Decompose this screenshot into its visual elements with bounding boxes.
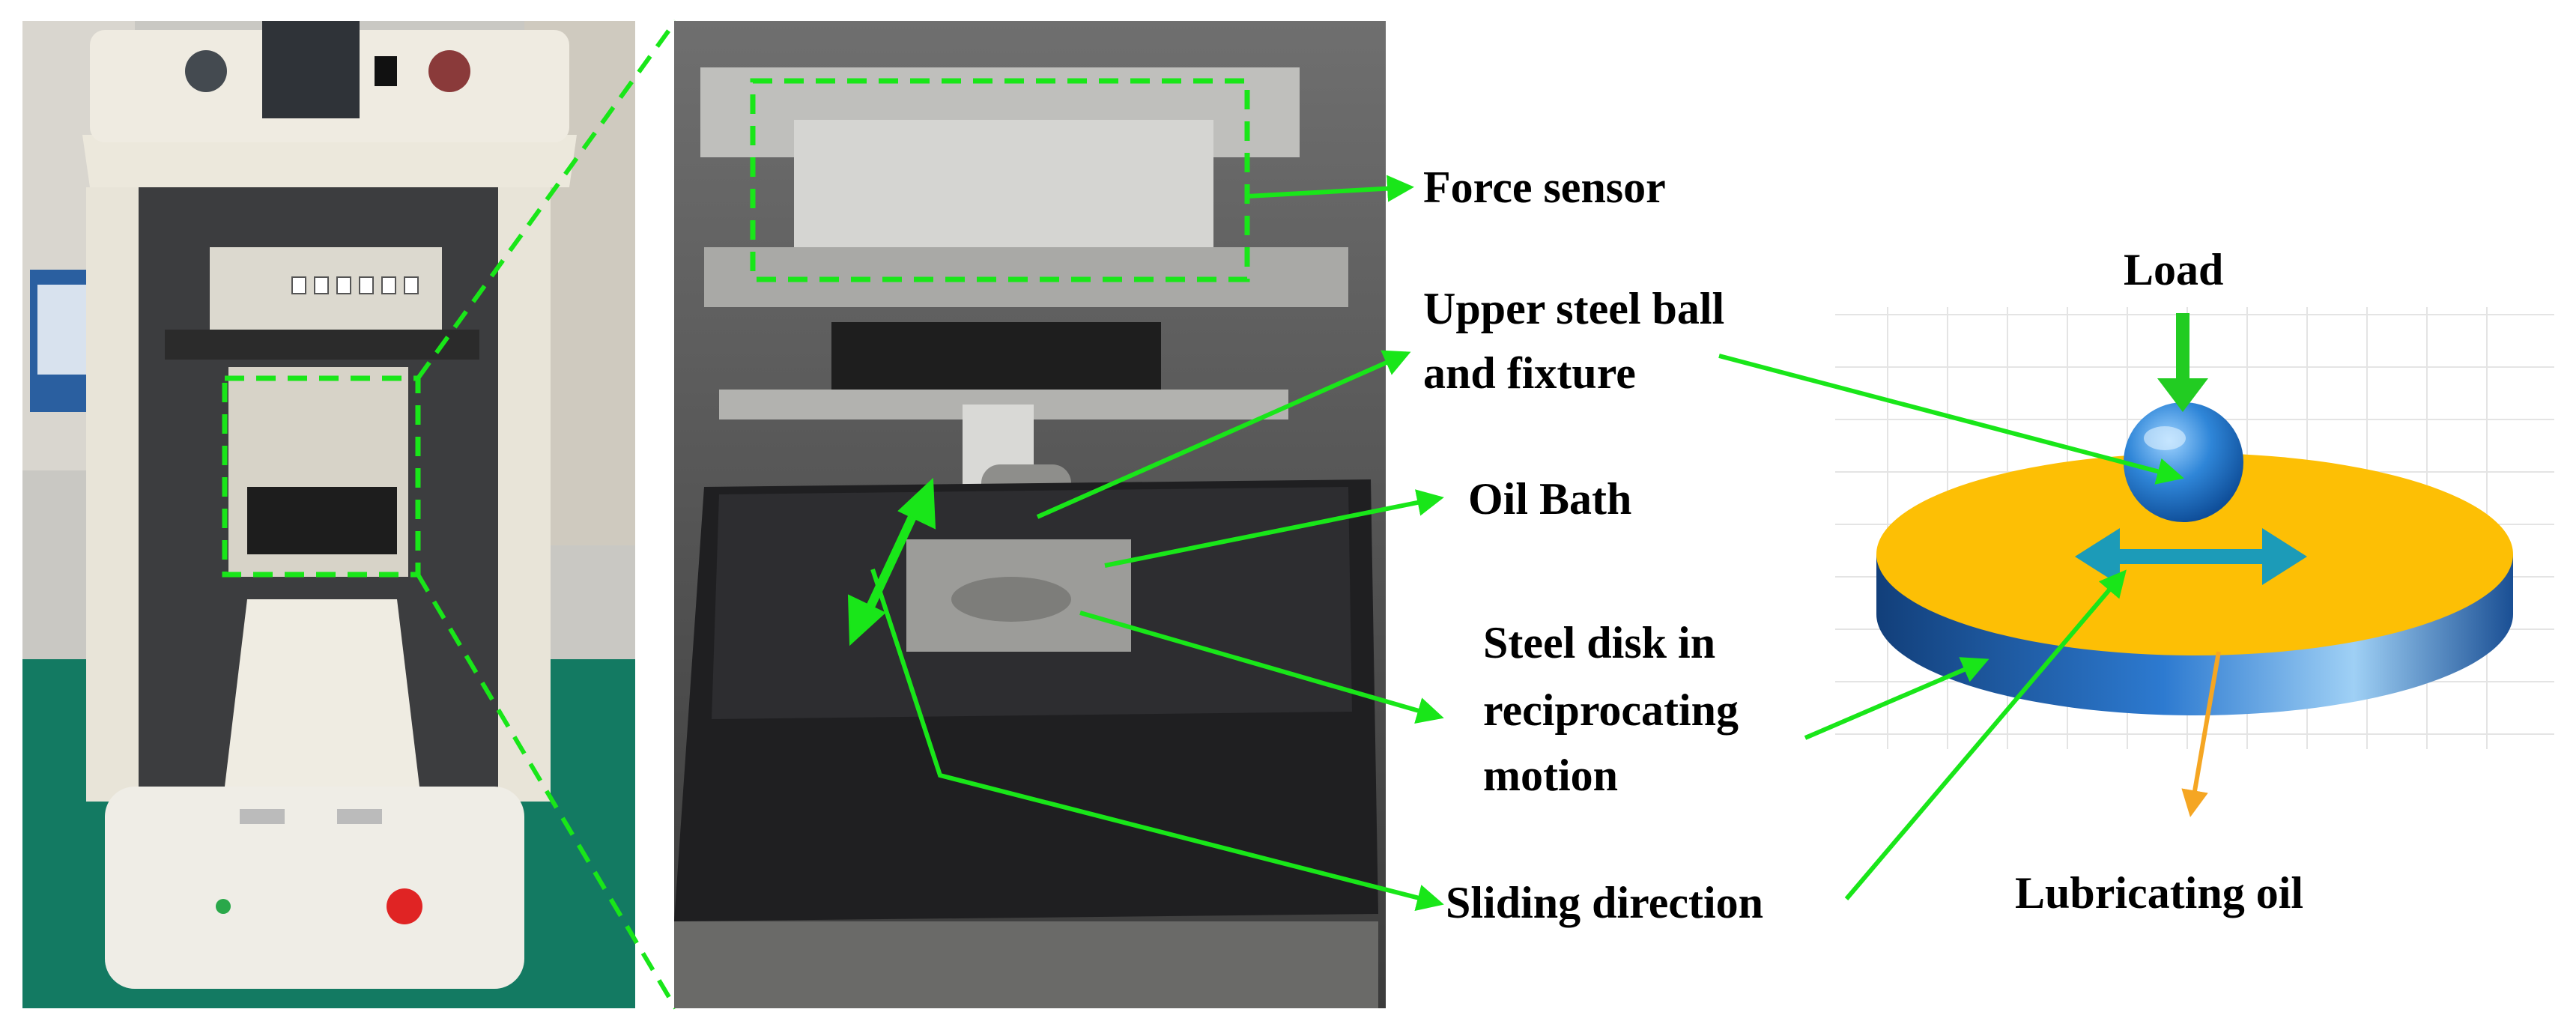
ball-on-disk-schematic [1835, 307, 2554, 817]
zoom-region-box [222, 375, 421, 578]
leader-upper-ball-schematic [1718, 354, 2184, 485]
load-arrow [2157, 313, 2208, 412]
leader-steel-disk [1079, 611, 1444, 724]
label-steel-disk-line1: Steel disk in [1483, 618, 1715, 667]
label-upper-ball-line1: Upper steel ball [1423, 284, 1724, 333]
label-load: Load [2124, 245, 2223, 294]
zoom-connector-bottom [416, 573, 678, 1010]
leader-steel-disk-schematic [1804, 657, 1989, 740]
leader-sliding-photo [870, 569, 1444, 911]
steel-ball [2124, 402, 2243, 522]
test-chamber-closeup-photo [674, 21, 1386, 1008]
label-oil-bath: Oil Bath [1468, 474, 1631, 524]
leader-oil-bath [1104, 489, 1444, 568]
leader-force-sensor [1246, 175, 1414, 202]
label-upper-ball-line2: and fixture [1423, 348, 1636, 398]
tribometer-photo [22, 21, 635, 1008]
leader-upper-ball [1036, 350, 1411, 519]
lubricating-oil-arrow [2181, 651, 2221, 817]
label-steel-disk-line2: reciprocating [1483, 685, 1739, 735]
label-sliding-direction: Sliding direction [1446, 878, 1763, 927]
annotation-leaders [870, 175, 2184, 911]
leader-sliding-schematic [1844, 569, 2127, 900]
label-force-sensor: Force sensor [1423, 163, 1666, 212]
sliding-double-arrow [847, 477, 936, 646]
zoom-connector-top [416, 19, 678, 380]
label-lubricating-oil: Lubricating oil [2015, 868, 2303, 918]
label-steel-disk-line3: motion [1483, 751, 1618, 800]
